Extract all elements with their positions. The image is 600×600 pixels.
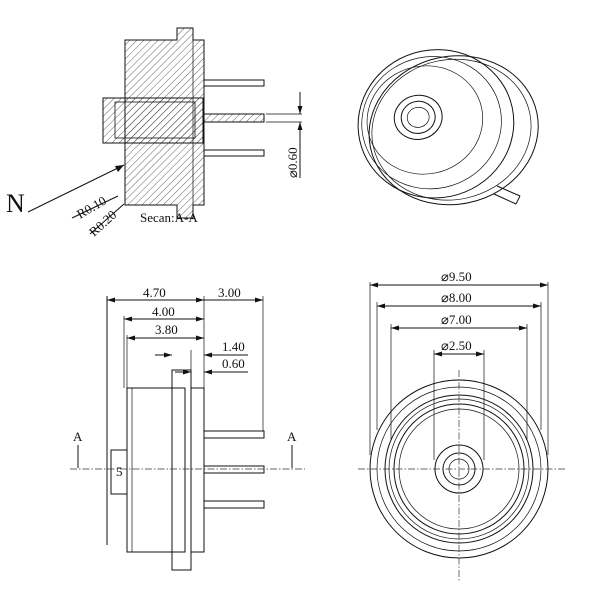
side-rim <box>190 387 205 553</box>
front-dim-d950: ⌀9.50 <box>441 269 472 284</box>
side-dim-060: 0.60 <box>222 356 245 371</box>
front-dim-d250: ⌀2.50 <box>441 338 472 353</box>
side-nub-mark: 5 <box>116 464 123 479</box>
side-cut-right: A <box>287 429 297 444</box>
side-dim-380: 3.80 <box>155 322 178 337</box>
section-caption: Secan:A-A <box>140 210 198 225</box>
side-view: 5 A A 4.70 3.00 4.00 <box>70 285 305 571</box>
section-pins <box>203 79 265 157</box>
front-view: ⌀9.50 ⌀8.00 ⌀7.00 ⌀2.50 <box>358 269 565 582</box>
section-label-n: N <box>6 189 25 218</box>
iso-pin <box>493 185 521 205</box>
side-dim-300: 3.00 <box>218 285 241 300</box>
section-view: ⌀0.60 N R0.10 R0.20 Secan:A-A <box>6 27 303 239</box>
front-dim-d800: ⌀8.00 <box>441 290 472 305</box>
section-bore <box>102 97 204 144</box>
side-body <box>126 387 186 553</box>
front-dim-d700: ⌀7.00 <box>441 312 472 327</box>
side-dim-400: 4.00 <box>152 304 175 319</box>
side-dim-140: 1.40 <box>222 339 245 354</box>
side-flange <box>171 369 192 571</box>
side-nub <box>110 449 128 495</box>
side-cut-left: A <box>73 429 83 444</box>
side-pins <box>203 430 265 509</box>
side-dim-470: 4.70 <box>143 285 166 300</box>
isometric-view <box>357 49 539 206</box>
section-dim-d060: ⌀0.60 <box>285 147 300 178</box>
section-bore-inner <box>114 101 196 139</box>
